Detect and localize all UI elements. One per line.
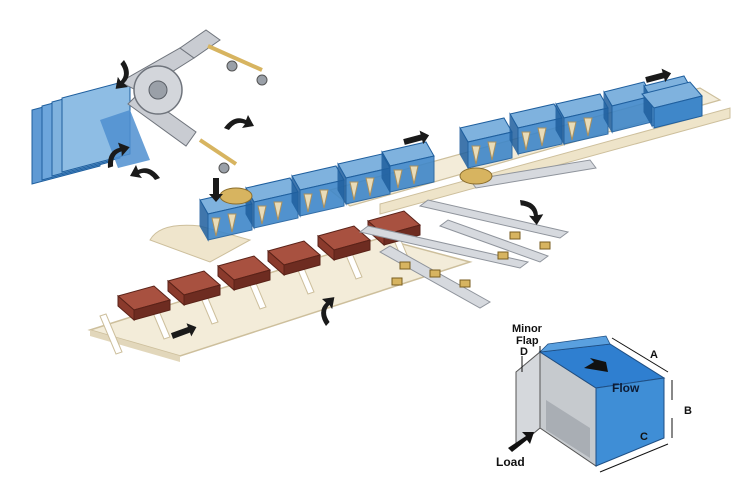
product-block-front bbox=[183, 284, 221, 306]
carton-front bbox=[653, 95, 703, 129]
carton-flap bbox=[211, 217, 221, 237]
pusher-head bbox=[539, 241, 551, 250]
flow-arrow-icon bbox=[209, 178, 223, 202]
carton-flap bbox=[521, 131, 531, 151]
flow-label: Flow bbox=[612, 381, 640, 395]
carton-flap bbox=[393, 169, 403, 189]
pusher-heads bbox=[391, 231, 551, 288]
product-block-front bbox=[333, 239, 371, 261]
dimension-b-label: B bbox=[684, 405, 692, 417]
rotation-arrow-icon bbox=[520, 200, 544, 225]
carton-side bbox=[555, 102, 565, 146]
flow-arrows bbox=[107, 60, 672, 339]
rotary-feeder bbox=[118, 29, 268, 174]
carton-side bbox=[459, 126, 469, 170]
carton-flap bbox=[537, 127, 547, 147]
dimension-a-label: A bbox=[650, 349, 658, 361]
pusher-head bbox=[459, 279, 471, 288]
carton-flap bbox=[409, 165, 419, 185]
rotation-arrow-icon bbox=[321, 297, 335, 326]
load-label: Load bbox=[496, 455, 525, 469]
carton-side bbox=[337, 162, 347, 206]
carton-flap bbox=[227, 213, 237, 233]
cartons-in-line bbox=[199, 75, 703, 242]
flow-arrow-icon bbox=[508, 432, 534, 452]
carton-flap bbox=[583, 117, 593, 137]
pusher-head bbox=[391, 277, 403, 286]
pusher-head bbox=[429, 269, 441, 278]
product-block-front bbox=[133, 299, 171, 321]
carton-side bbox=[603, 90, 613, 134]
pusher-head bbox=[497, 251, 509, 260]
flow-arrow-icon bbox=[584, 358, 608, 372]
minor-flap-label-line1: Minor bbox=[512, 323, 543, 335]
carton-magazine bbox=[31, 79, 150, 185]
suction-cup-icon bbox=[218, 162, 230, 174]
product-block-front bbox=[233, 269, 271, 291]
infeed-conveyor bbox=[87, 210, 473, 362]
dimension-c-label: C bbox=[640, 431, 648, 443]
carton-flap bbox=[365, 177, 375, 197]
suction-cup-icon bbox=[256, 74, 268, 86]
suction-cup-icon bbox=[226, 60, 238, 72]
dimension-d-label: D bbox=[520, 346, 528, 358]
rotation-arrow-icon bbox=[115, 60, 129, 89]
pusher-rails bbox=[358, 159, 597, 309]
carton-flap bbox=[303, 193, 313, 213]
flow-arrow-icon bbox=[403, 130, 430, 145]
closing-station bbox=[219, 167, 493, 205]
carton-flap bbox=[567, 121, 577, 141]
carton-flap bbox=[273, 201, 283, 221]
carton-side bbox=[199, 198, 209, 242]
carton-side bbox=[291, 174, 301, 218]
carton-side bbox=[509, 112, 519, 156]
minor-flap-label-line2: Flap bbox=[516, 335, 539, 347]
pusher-head bbox=[509, 231, 521, 240]
carton-dimension-detail: Minor Flap D A B C Flow Load bbox=[496, 323, 692, 473]
carton-flap bbox=[319, 189, 329, 209]
conveyor-lug bbox=[99, 313, 123, 355]
product-block-front bbox=[283, 254, 321, 276]
rotation-arrow-icon bbox=[107, 142, 130, 168]
carton-flap bbox=[349, 181, 359, 201]
carton-flap bbox=[257, 205, 267, 225]
pusher-head bbox=[399, 261, 411, 270]
rotation-arrow-icon bbox=[224, 115, 254, 130]
carton-side bbox=[381, 150, 391, 194]
flow-arrow-icon bbox=[170, 323, 197, 339]
flow-arrow-icon bbox=[645, 68, 672, 83]
rotation-arrow-icon bbox=[130, 165, 160, 180]
carton-flap bbox=[487, 141, 497, 161]
carton-flap bbox=[471, 145, 481, 165]
